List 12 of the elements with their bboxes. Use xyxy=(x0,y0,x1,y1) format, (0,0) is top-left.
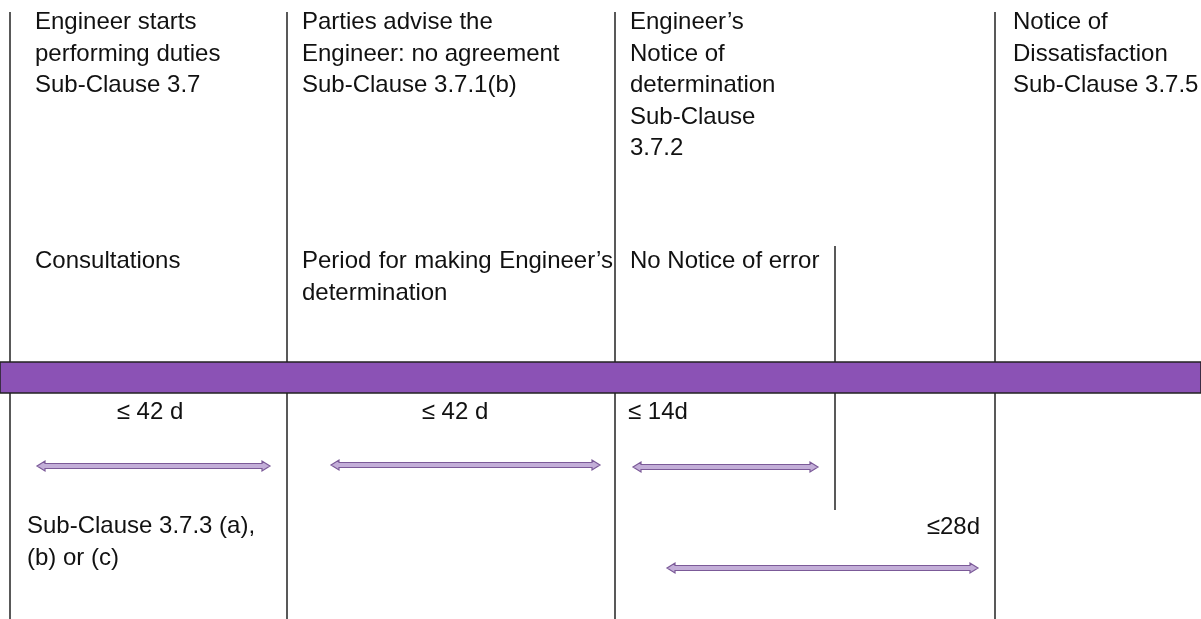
timeline-text: Consultations xyxy=(35,245,182,275)
timeline-text: Sub-Clause 3.7.3 (a), (b) or (c) xyxy=(27,510,257,572)
timeline-text: Parties advise the Engineer: no agreement Sub-Clause 3.7.1(b) xyxy=(302,6,561,99)
timeline-text: Engineer starts performing duties Sub-Clause 3.7 xyxy=(35,6,222,99)
timeline-text: ≤ 42 d xyxy=(115,396,185,426)
timeline-text: ≤28d xyxy=(925,511,980,541)
timeline-text: Engineer’s Notice of determination Sub-Clause 3.7.2 xyxy=(630,6,777,162)
timeline-text: ≤ 42 d xyxy=(420,396,490,426)
timeline-text: Period for making Engineer’s determination xyxy=(302,245,613,307)
timeline-text: Notice of Dissatisfaction Sub-Clause 3.7.5 xyxy=(1013,6,1200,99)
timeline-text: ≤ 14d xyxy=(628,396,689,426)
timeline-text: No Notice of error xyxy=(630,245,820,275)
